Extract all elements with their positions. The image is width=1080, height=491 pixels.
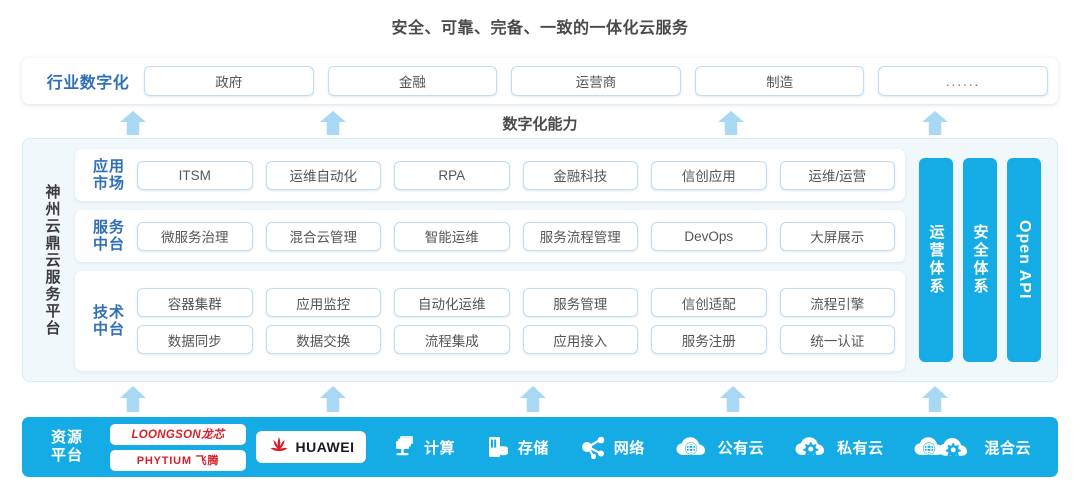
layer-service-midend: 服务 中台 微服务治理 混合云管理 智能运维 服务流程管理 DevOps 大屏展… xyxy=(75,210,905,262)
vertical-bar-open-api[interactable]: Open API xyxy=(1007,158,1041,362)
up-arrow-icon xyxy=(720,386,746,412)
layer-label-line1: 服务 xyxy=(92,218,125,236)
capability-hybrid-cloud-mgmt[interactable]: 混合云管理 xyxy=(265,221,381,251)
resource-item-compute[interactable]: 计算 xyxy=(391,434,455,460)
capability-data-sync[interactable]: 数据同步 xyxy=(137,325,253,354)
industry-item-government[interactable]: 政府 xyxy=(144,66,314,96)
capability-xinchuang-adaptation[interactable]: 信创适配 xyxy=(651,288,767,317)
layer-app-market-rows: ITSM 运维自动化 RPA 金融科技 信创应用 运维/运营 xyxy=(137,156,895,194)
vertical-bar-security-system[interactable]: 安全体系 xyxy=(963,158,997,362)
capability-process-engine[interactable]: 流程引擎 xyxy=(779,288,895,317)
resource-item-label: 存储 xyxy=(517,439,549,457)
capability-rpa[interactable]: RPA xyxy=(394,160,510,190)
industry-item-list: 政府 金融 运营商 制造 ...... xyxy=(144,66,1048,96)
capability-service-process-mgmt[interactable]: 服务流程管理 xyxy=(522,221,638,251)
capability-app-access[interactable]: 应用接入 xyxy=(522,325,638,354)
layer-service-midend-label: 服务 中台 xyxy=(81,219,137,254)
huawei-wordmark: HUAWEI xyxy=(295,439,355,455)
layer-label-line1: 技术 xyxy=(92,303,125,321)
huawei-flower-icon xyxy=(268,435,290,460)
industry-item-carrier[interactable]: 运营商 xyxy=(511,66,681,96)
resource-item-label: 网络 xyxy=(613,439,645,457)
cloud-service-platform-panel: 神州云鼎云服务平台 应用 市场 ITSM 运维自动化 RPA 金融科技 信创应用… xyxy=(22,138,1058,382)
resource-item-storage[interactable]: 存储 xyxy=(485,434,549,460)
capability-ops-automation[interactable]: 运维自动化 xyxy=(265,160,381,190)
vertical-bar-operations-system[interactable]: 运营体系 xyxy=(919,158,953,362)
public-cloud-icon xyxy=(675,434,711,460)
compute-icon xyxy=(391,434,417,460)
capability-large-screen-display[interactable]: 大屏展示 xyxy=(779,221,895,251)
capability-intelligent-ops[interactable]: 智能运维 xyxy=(394,221,510,251)
industry-item-manufacturing[interactable]: 制造 xyxy=(694,66,865,96)
resource-item-label: 混合云 xyxy=(984,439,1031,457)
resource-item-label: 计算 xyxy=(423,439,455,457)
capability-xinchuang-app[interactable]: 信创应用 xyxy=(651,160,767,190)
capability-app-monitoring[interactable]: 应用监控 xyxy=(265,288,381,317)
capability-container-cluster[interactable]: 容器集群 xyxy=(137,288,253,317)
layer-label-line1: 应用 xyxy=(92,157,125,175)
capability-service-registry[interactable]: 服务注册 xyxy=(651,325,767,354)
storage-icon xyxy=(485,434,511,460)
resource-platform-bar: 资源 平台 LOONGSON龙芯 PHYTIUM 飞腾 HUAWEI xyxy=(22,417,1058,477)
capability-itsm[interactable]: ITSM xyxy=(137,160,253,190)
page-title: 安全、可靠、完备、一致的一体化云服务 xyxy=(391,20,689,37)
platform-body: 应用 市场 ITSM 运维自动化 RPA 金融科技 信创应用 运维/运营 xyxy=(75,149,1045,371)
resource-item-private-cloud[interactable]: 私有云 xyxy=(794,434,884,460)
layer-label-line2: 市场 xyxy=(92,175,125,192)
resource-item-label: 私有云 xyxy=(837,439,884,457)
up-arrow-icon xyxy=(922,386,948,412)
industry-item-more[interactable]: ...... xyxy=(878,66,1048,96)
layer-row: ITSM 运维自动化 RPA 金融科技 信创应用 运维/运营 xyxy=(137,160,895,190)
capability-fintech[interactable]: 金融科技 xyxy=(522,160,638,190)
resource-label-line2: 平台 xyxy=(50,447,83,464)
resource-item-public-cloud[interactable]: 公有云 xyxy=(675,434,765,460)
industry-item-finance[interactable]: 金融 xyxy=(327,66,498,96)
up-arrow-icon xyxy=(520,386,546,412)
capability-automated-ops[interactable]: 自动化运维 xyxy=(394,288,510,317)
capability-data-exchange[interactable]: 数据交换 xyxy=(265,325,381,354)
platform-vertical-label: 神州云鼎云服务平台 xyxy=(43,183,61,337)
capability-microservice-governance[interactable]: 微服务治理 xyxy=(137,221,253,251)
layer-tech-midend-label: 技术 中台 xyxy=(81,304,137,339)
industry-digitalization-label: 行业数字化 xyxy=(46,75,130,92)
industry-digitalization-band: 行业数字化 政府 金融 运营商 制造 ...... xyxy=(22,58,1058,104)
vertical-bar-group: 运营体系 安全体系 Open API xyxy=(915,149,1045,371)
capability-process-integration[interactable]: 流程集成 xyxy=(394,325,510,354)
layer-tech-midend: 技术 中台 容器集群 应用监控 自动化运维 服务管理 信创适配 流程引擎 数据同… xyxy=(75,271,905,371)
resource-label-line1: 资源 xyxy=(50,429,83,446)
layer-label-line2: 中台 xyxy=(92,321,125,338)
loongson-logo: LOONGSON龙芯 xyxy=(110,423,246,445)
layer-row: 数据同步 数据交换 流程集成 应用接入 服务注册 统一认证 xyxy=(137,325,895,354)
layer-app-market-label: 应用 市场 xyxy=(81,158,137,193)
resource-item-list: 计算 存储 xyxy=(376,434,1046,460)
resource-item-hybrid-cloud[interactable]: 混合云 xyxy=(913,434,1031,460)
layer-tech-midend-rows: 容器集群 应用监控 自动化运维 服务管理 信创适配 流程引擎 数据同步 数据交换… xyxy=(137,278,895,364)
platform-layer-stack: 应用 市场 ITSM 运维自动化 RPA 金融科技 信创应用 运维/运营 xyxy=(75,149,905,371)
resource-platform-label: 资源 平台 xyxy=(34,429,100,465)
chip-vendor-logos: LOONGSON龙芯 PHYTIUM 飞腾 xyxy=(110,423,246,471)
layer-label-line2: 中台 xyxy=(92,236,125,253)
layer-row: 容器集群 应用监控 自动化运维 服务管理 信创适配 流程引擎 xyxy=(137,288,895,317)
hybrid-cloud-icon xyxy=(913,434,975,460)
layer-row: 微服务治理 混合云管理 智能运维 服务流程管理 DevOps 大屏展示 xyxy=(137,221,895,251)
resource-item-network[interactable]: 网络 xyxy=(579,434,645,460)
capability-ops-operation[interactable]: 运维/运营 xyxy=(779,160,895,190)
resource-item-label: 公有云 xyxy=(717,439,765,457)
digital-capability-label: 数字化能力 xyxy=(502,116,578,133)
capability-unified-auth[interactable]: 统一认证 xyxy=(779,325,895,354)
capability-service-mgmt[interactable]: 服务管理 xyxy=(522,288,638,317)
up-arrow-icon xyxy=(120,386,146,412)
capability-devops[interactable]: DevOps xyxy=(651,221,767,251)
huawei-logo: HUAWEI xyxy=(256,431,366,463)
up-arrow-icon xyxy=(320,386,346,412)
network-icon xyxy=(579,434,607,460)
private-cloud-icon xyxy=(794,434,830,460)
phytium-logo: PHYTIUM 飞腾 xyxy=(110,449,246,471)
layer-service-midend-rows: 微服务治理 混合云管理 智能运维 服务流程管理 DevOps 大屏展示 xyxy=(137,217,895,255)
layer-app-market: 应用 市场 ITSM 运维自动化 RPA 金融科技 信创应用 运维/运营 xyxy=(75,149,905,201)
